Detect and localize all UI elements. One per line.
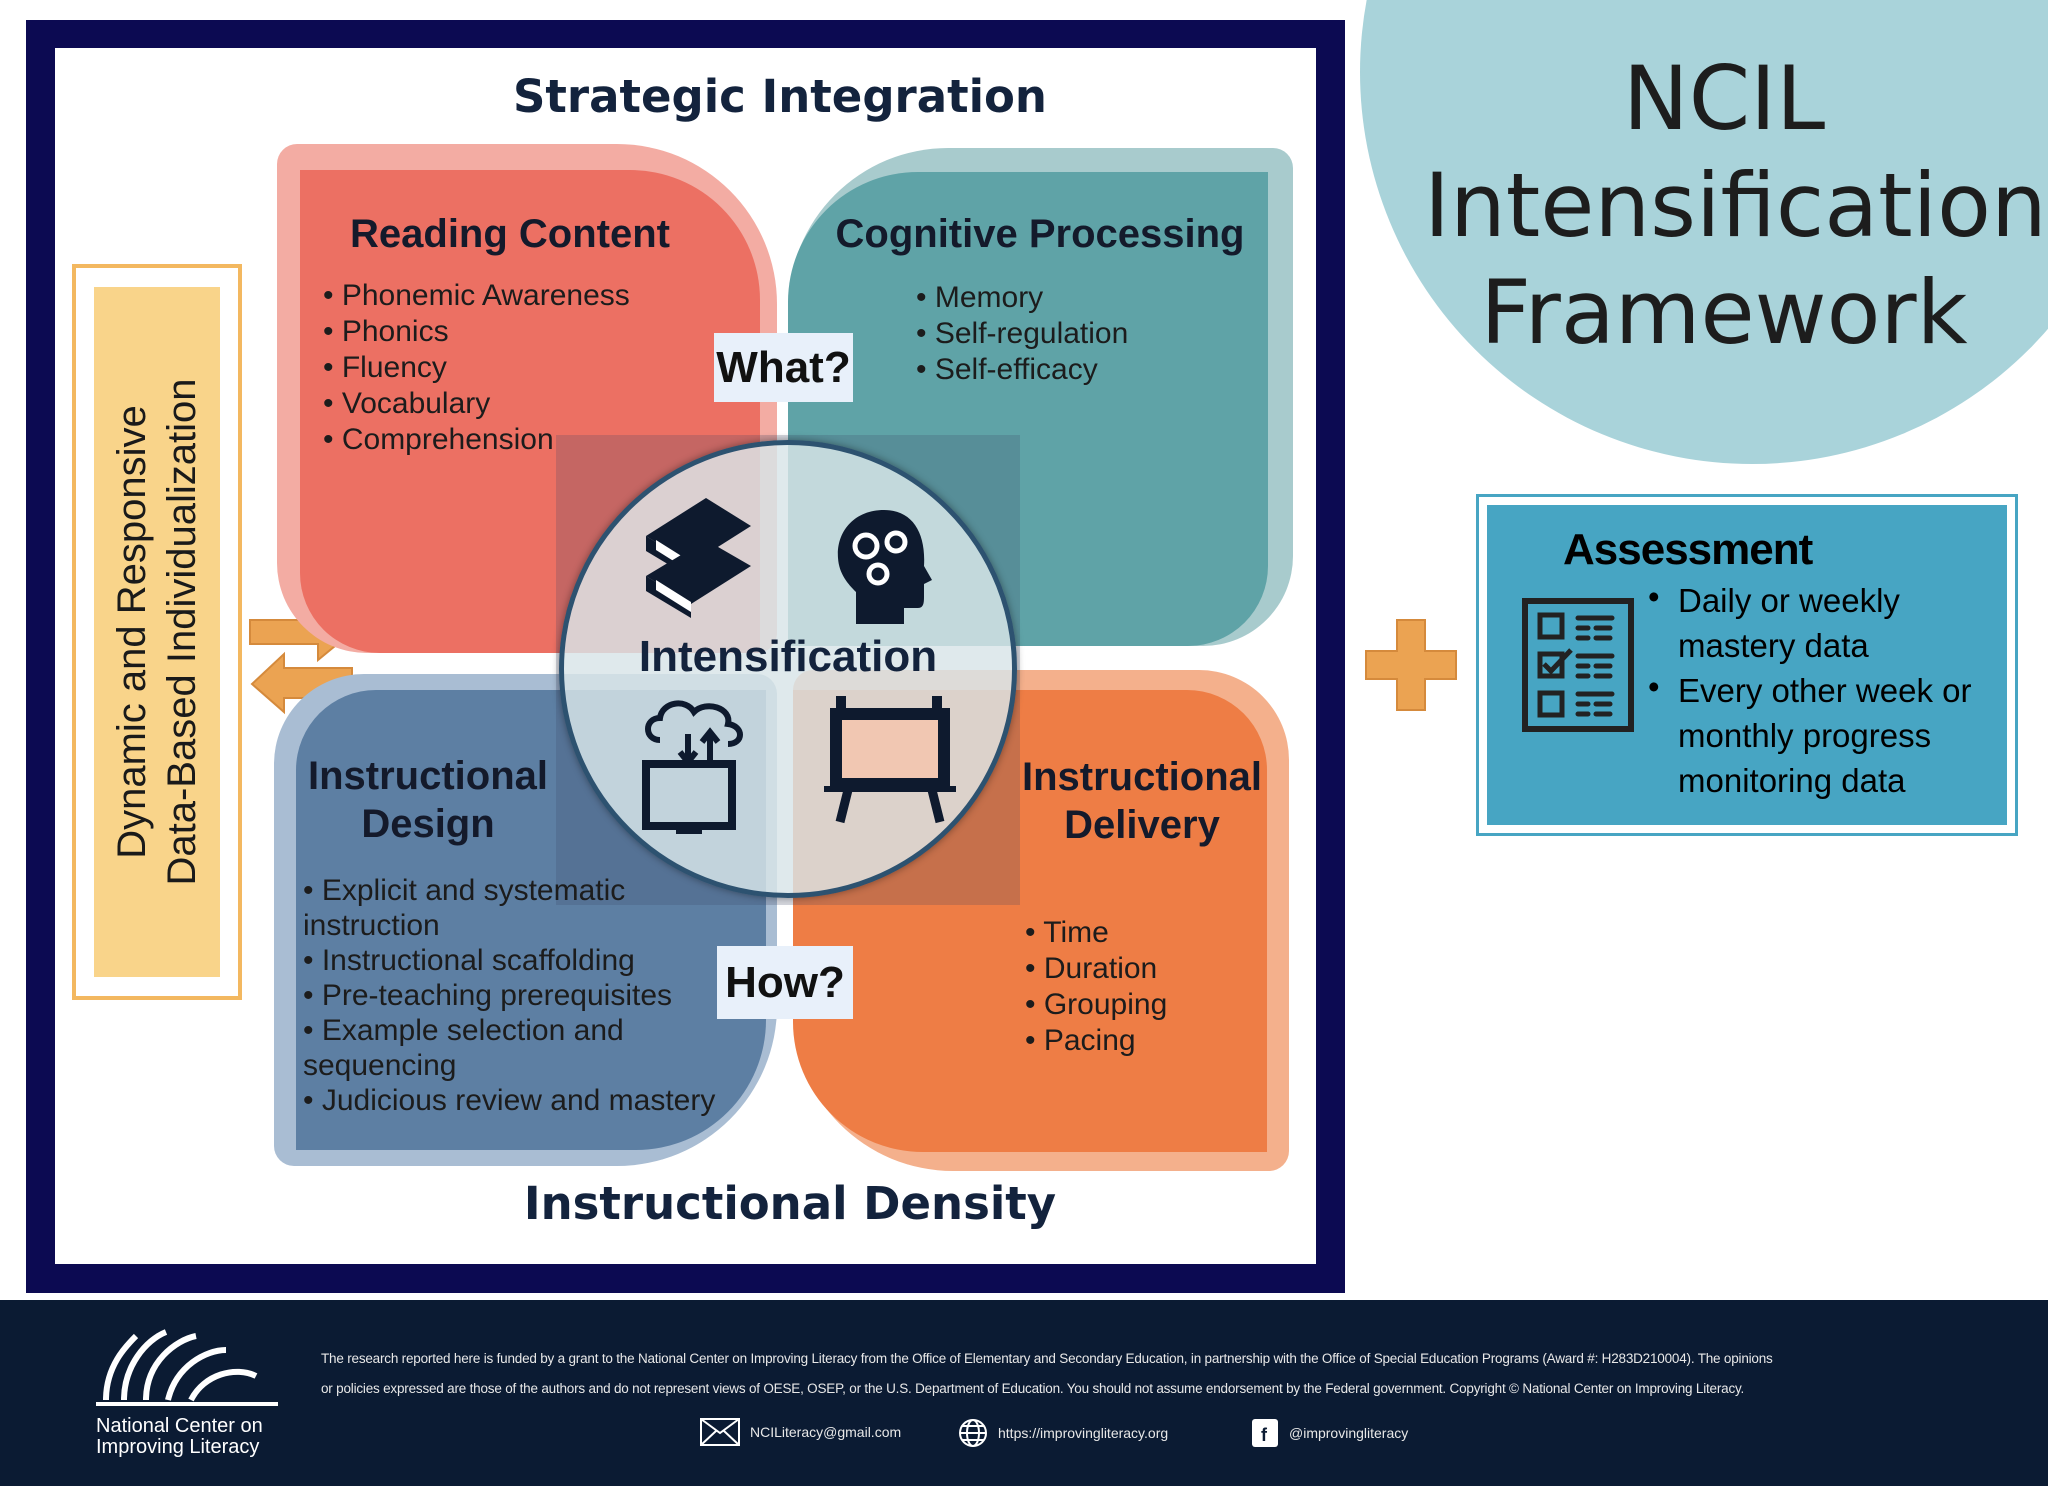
- disclaimer: The research reported here is funded by …: [321, 1344, 2021, 1404]
- list-item: Time: [1025, 915, 1167, 951]
- title-line: Design: [361, 802, 495, 846]
- facebook-link[interactable]: f @improvingliteracy: [1251, 1418, 1408, 1448]
- instructional-design-title: Instructional Design: [298, 752, 558, 848]
- list-item: Fluency: [323, 350, 630, 386]
- list-item: Self-regulation: [916, 316, 1128, 352]
- reading-content-list: Phonemic Awareness Phonics Fluency Vocab…: [323, 278, 630, 458]
- ncil-logo-icon: [96, 1329, 278, 1406]
- footer: National Center on Improving Literacy Th…: [0, 1300, 2048, 1486]
- side-label: Dynamic and Responsive Data-Based Indivi…: [107, 282, 207, 982]
- what-label: What?: [714, 333, 853, 402]
- assessment-list: •Daily or weekly mastery data •Every oth…: [1648, 578, 2008, 803]
- list-item: Self-efficacy: [916, 352, 1128, 388]
- title-line: Delivery: [1064, 803, 1220, 847]
- facebook-text: @improvingliteracy: [1289, 1425, 1409, 1441]
- globe-icon: [959, 1419, 987, 1447]
- title-line: Instructional: [1021, 755, 1263, 799]
- list-item: Grouping: [1025, 987, 1167, 1023]
- title-line: Framework: [1480, 261, 1968, 364]
- list-item: Memory: [916, 280, 1128, 316]
- list-item: •Every other week or monthly progress mo…: [1648, 668, 1972, 799]
- cloud-computer-icon: [642, 700, 743, 834]
- list-item: Judicious review and mastery: [303, 1083, 743, 1118]
- instructional-delivery-title: Instructional Delivery: [1012, 753, 1272, 849]
- books-icon: [646, 498, 751, 618]
- disclaimer-line: The research reported here is funded by …: [321, 1351, 1773, 1366]
- svg-text:f: f: [1261, 1425, 1268, 1445]
- title-line: NCIL: [1622, 47, 1826, 150]
- title-line: Instructional: [307, 754, 549, 798]
- list-item: Example selection and sequencing: [303, 1013, 743, 1083]
- list-item: Vocabulary: [323, 386, 630, 422]
- list-item-text: Daily or weekly mastery data: [1678, 582, 1900, 664]
- envelope-icon: [700, 1418, 740, 1446]
- assessment-box: [1487, 505, 2007, 825]
- list-item: Pre-teaching prerequisites: [303, 978, 743, 1013]
- strategic-integration-label: Strategic Integration: [513, 70, 1047, 123]
- email-text: NCILiteracy@gmail.com: [750, 1424, 902, 1440]
- email-link[interactable]: NCILiteracy@gmail.com: [700, 1418, 901, 1446]
- instructional-density-label: Instructional Density: [523, 1177, 1057, 1230]
- list-item: Comprehension: [323, 422, 630, 458]
- easel-board-icon: [824, 696, 956, 824]
- checklist-icon: [1522, 598, 1634, 732]
- org-name-line: National Center on: [96, 1415, 263, 1437]
- cognitive-processing-title: Cognitive Processing: [835, 212, 1245, 256]
- list-item: •Daily or weekly mastery data: [1648, 578, 1900, 664]
- assessment-title: Assessment: [1563, 525, 1813, 574]
- framework-title: NCIL Intensification Framework: [1424, 45, 2047, 366]
- org-name-line: Improving Literacy: [96, 1436, 260, 1458]
- list-item: Explicit and systematic instruction: [303, 873, 743, 943]
- side-label-line: Dynamic and Responsive: [110, 405, 154, 859]
- list-item-text: Every other week or monthly progress mon…: [1678, 672, 1972, 799]
- cognitive-processing-list: Memory Self-regulation Self-efficacy: [916, 280, 1128, 388]
- reading-content-title: Reading Content: [350, 212, 670, 256]
- list-item: Phonemic Awareness: [323, 278, 630, 314]
- list-item: Duration: [1025, 951, 1167, 987]
- title-line: Intensification: [1424, 154, 2047, 257]
- list-item: Instructional scaffolding: [303, 943, 743, 978]
- list-item: Phonics: [323, 314, 630, 350]
- disclaimer-line: or policies expressed are those of the a…: [321, 1381, 1745, 1396]
- instructional-delivery-list: Time Duration Grouping Pacing: [1025, 915, 1167, 1059]
- facebook-icon: f: [1252, 1419, 1278, 1447]
- side-panel-fill: [94, 287, 220, 977]
- head-gears-icon: [837, 510, 932, 624]
- org-name: National Center on Improving Literacy: [96, 1416, 263, 1458]
- website-link[interactable]: https://improvingliteracy.org: [958, 1418, 1168, 1448]
- plus-icon: [1365, 619, 1457, 711]
- instructional-design-list: Explicit and systematic instruction Inst…: [303, 873, 743, 1118]
- how-label: How?: [717, 946, 853, 1019]
- website-text: https://improvingliteracy.org: [998, 1425, 1169, 1441]
- side-label-line: Data-Based Individualization: [160, 378, 204, 886]
- intensification-label: Intensification: [638, 632, 938, 681]
- list-item: Pacing: [1025, 1023, 1167, 1059]
